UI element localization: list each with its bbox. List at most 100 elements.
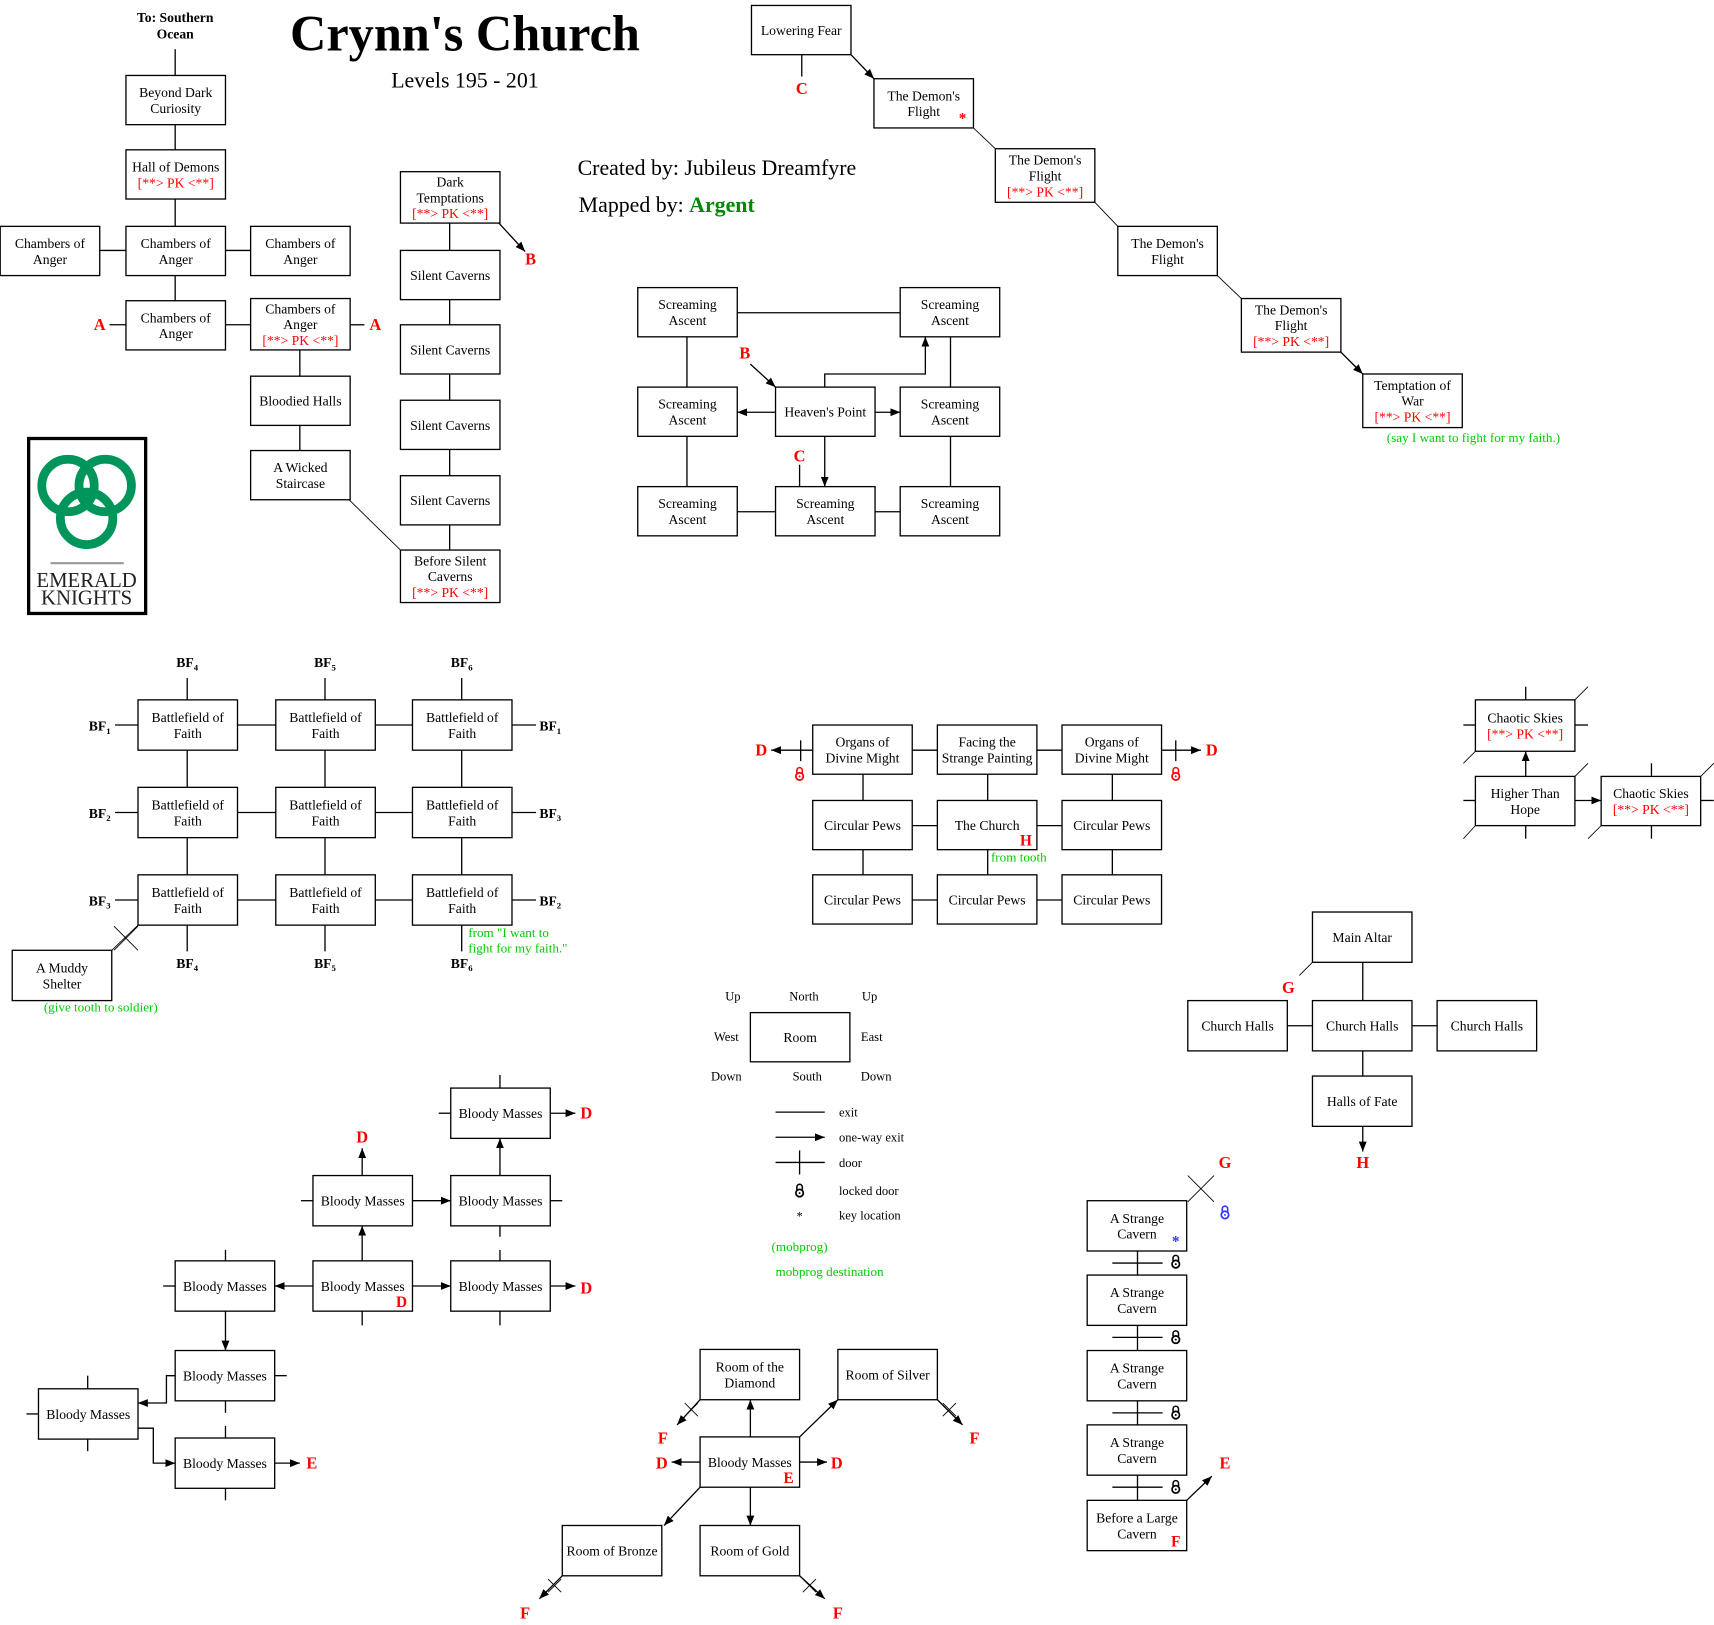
room-box[interactable] bbox=[1086, 1349, 1188, 1402]
room-box[interactable] bbox=[699, 1524, 801, 1577]
room-box[interactable] bbox=[0, 225, 101, 277]
room[interactable]: Bloodied Halls bbox=[249, 375, 351, 427]
room[interactable]: Chaotic Skies[**> PK <**] bbox=[1474, 699, 1576, 752]
room[interactable]: Circular Pews bbox=[812, 874, 913, 925]
room-box[interactable] bbox=[774, 485, 876, 537]
room[interactable]: Bloody Masses bbox=[312, 1174, 414, 1227]
room-box[interactable] bbox=[399, 549, 501, 604]
room-box[interactable] bbox=[174, 1349, 276, 1402]
room-box[interactable] bbox=[249, 449, 351, 501]
room-box[interactable] bbox=[411, 786, 513, 839]
room-box[interactable] bbox=[1474, 699, 1576, 752]
room-box[interactable] bbox=[812, 799, 913, 851]
room[interactable]: Church Halls bbox=[1187, 999, 1288, 1052]
room-box[interactable] bbox=[750, 4, 852, 56]
room-box[interactable] bbox=[249, 375, 351, 427]
room-box[interactable] bbox=[275, 874, 376, 926]
room-box[interactable] bbox=[637, 485, 738, 537]
room-box[interactable] bbox=[312, 1174, 414, 1227]
room-box[interactable] bbox=[399, 475, 501, 526]
room-box[interactable] bbox=[137, 786, 239, 839]
room-box[interactable] bbox=[812, 874, 913, 925]
room-box[interactable] bbox=[125, 149, 227, 200]
room-box[interactable] bbox=[1311, 911, 1413, 963]
room-box[interactable] bbox=[873, 78, 975, 129]
room-box[interactable] bbox=[1117, 225, 1218, 277]
room-box[interactable] bbox=[125, 74, 227, 126]
room[interactable]: Hall of Demons[**> PK <**] bbox=[125, 149, 227, 200]
room-box[interactable] bbox=[1086, 1274, 1188, 1327]
room-box[interactable] bbox=[1600, 775, 1702, 827]
room-box[interactable] bbox=[411, 874, 513, 926]
room[interactable]: Lowering Fear bbox=[750, 4, 852, 56]
room-box[interactable] bbox=[561, 1524, 663, 1577]
room[interactable]: Silent Caverns bbox=[399, 324, 501, 375]
room-box[interactable] bbox=[399, 171, 501, 224]
room[interactable]: Room of Gold bbox=[699, 1524, 801, 1577]
room-box[interactable] bbox=[749, 1011, 851, 1063]
room[interactable]: Bloody Masses bbox=[174, 1349, 276, 1402]
room[interactable]: Bloody Masses bbox=[450, 1174, 551, 1227]
room[interactable]: Church Halls bbox=[1436, 999, 1538, 1052]
room-box[interactable] bbox=[275, 699, 376, 751]
room-box[interactable] bbox=[837, 1348, 939, 1401]
room[interactable]: Halls of Fate bbox=[1311, 1075, 1413, 1128]
room-box[interactable] bbox=[1474, 775, 1576, 827]
room[interactable]: Bloody Masses bbox=[174, 1437, 276, 1489]
room[interactable]: Chaotic Skies[**> PK <**] bbox=[1600, 775, 1702, 827]
room-box[interactable] bbox=[1187, 999, 1288, 1052]
room-box[interactable] bbox=[1086, 1499, 1188, 1552]
room-box[interactable] bbox=[936, 724, 1038, 775]
room[interactable]: Bloody Masses bbox=[174, 1260, 276, 1312]
room-box[interactable] bbox=[1061, 799, 1163, 851]
room-box[interactable] bbox=[812, 724, 913, 775]
room-box[interactable] bbox=[637, 286, 738, 338]
room-box[interactable] bbox=[1240, 297, 1342, 353]
room-box[interactable] bbox=[399, 249, 501, 301]
room-box[interactable] bbox=[249, 297, 351, 351]
room-box[interactable] bbox=[399, 399, 501, 451]
room-box[interactable] bbox=[37, 1388, 139, 1440]
room-box[interactable] bbox=[125, 300, 227, 351]
room[interactable]: Church Halls bbox=[1311, 999, 1413, 1052]
room[interactable]: Room of Bronze bbox=[561, 1524, 663, 1577]
room-box[interactable] bbox=[450, 1087, 551, 1140]
room-box[interactable] bbox=[637, 386, 738, 437]
room[interactable]: Circular Pews bbox=[812, 799, 913, 851]
